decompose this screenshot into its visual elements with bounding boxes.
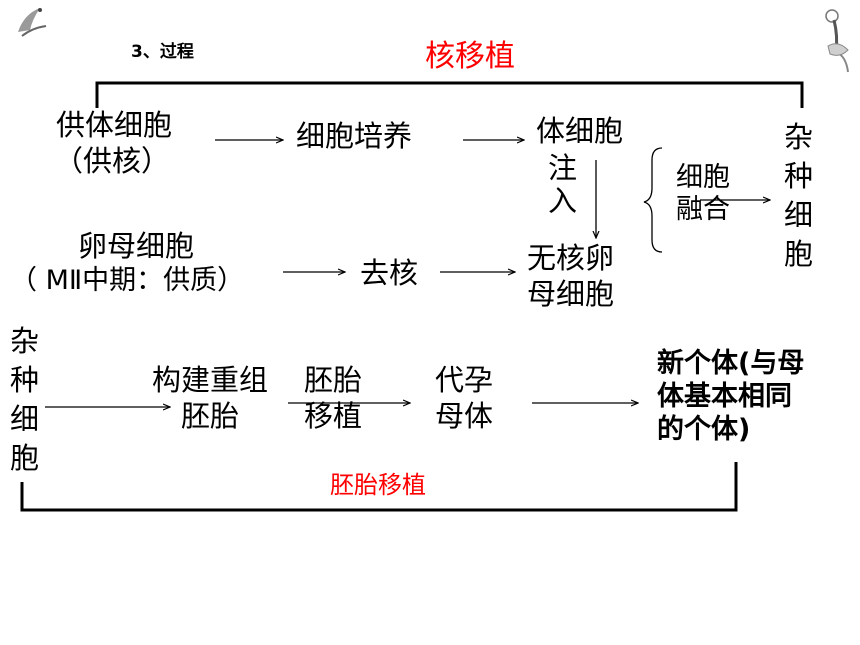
surrogate-mother-label: 代孕 母体 <box>435 363 494 434</box>
nuclear-transfer-bracket <box>95 81 804 108</box>
cell-fusion-label: 细胞 融合 <box>676 162 730 226</box>
oocyte-label: 卵母细胞 （ MⅡ中期：供质） <box>10 229 245 297</box>
ink-bird-decoration-icon <box>18 8 47 37</box>
step-heading: 3、过程 <box>131 42 194 62</box>
enucleate-label: 去核 <box>360 256 419 290</box>
donor-cell-label: 供体细胞 （供核） <box>53 108 172 179</box>
inject-label: 注 入 <box>548 151 578 219</box>
embryo-transfer-title: 胚胎移植 <box>330 471 426 499</box>
embryo-transfer-step-label: 胚胎 移植 <box>304 363 363 434</box>
reconstructed-embryo-label: 构建重组 胚胎 <box>151 363 268 434</box>
enucleated-oocyte-label: 无核卵 母细胞 <box>527 241 615 312</box>
new-individual-label: 新个体(与母 体基本相同 的个体) <box>657 348 805 445</box>
nuclear-transfer-title: 核移植 <box>425 39 515 74</box>
cell-culture-label: 细胞培养 <box>296 119 413 153</box>
embryo-transfer-bracket <box>20 462 738 512</box>
ink-crane-decoration-icon <box>825 9 849 73</box>
somatic-cell-label: 体细胞 <box>536 114 624 148</box>
hybrid-cell-top-label: 杂 种 细 胞 <box>784 120 814 272</box>
fusion-brace <box>643 147 663 253</box>
hybrid-cell-bottom-label: 杂 种 细 胞 <box>10 324 40 476</box>
